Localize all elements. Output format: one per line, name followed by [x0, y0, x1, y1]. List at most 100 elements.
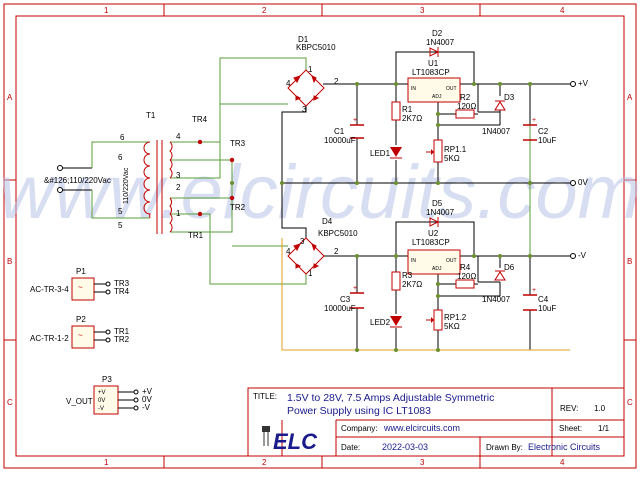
resistor-ref: R2 [460, 93, 471, 102]
regulator-part: LT1083CP [412, 68, 450, 77]
resistor-value: 2K7Ω [402, 280, 422, 289]
connector-pin: 0V [98, 398, 105, 404]
output-label: +V [578, 79, 589, 88]
capacitor-ref: C2 [538, 127, 549, 136]
wires [62, 51, 570, 350]
pin-label: 2 [334, 247, 339, 256]
junction-dots [230, 82, 532, 352]
svg-text:+: + [532, 117, 536, 124]
col-label: 1 [104, 458, 109, 467]
company-value: www.elcircuits.com [383, 423, 460, 433]
connector-label: V_OUT [66, 397, 93, 406]
bridge-d1: D1 KBPC5010 4 1 2 3 [286, 35, 339, 114]
testpoint-label: TR4 [192, 115, 208, 124]
row-label: B [627, 257, 632, 266]
resistor-ref: R4 [460, 263, 471, 272]
diode-ref: D6 [504, 263, 515, 272]
capacitor-ref: C4 [538, 295, 549, 304]
pin-label: 3 [300, 237, 305, 246]
row-label: A [7, 93, 13, 102]
connector-ref: P1 [76, 267, 86, 276]
diode-d3: D3 1N4007 [482, 93, 515, 136]
regulator-u1: U1 LT1083CP IN OUT ADJ [407, 59, 461, 103]
connector-p3: P3 V_OUT +V 0V -V +V 0V -V [66, 375, 153, 415]
diode-ref: D3 [504, 93, 515, 102]
pot-return-wire [281, 238, 570, 351]
resistor-value: 120Ω [457, 102, 476, 111]
col-label: 2 [262, 6, 267, 15]
pin-label: IN [411, 86, 416, 92]
pin-label: IN [411, 258, 416, 264]
rev-value: 1.0 [594, 404, 606, 413]
pot-value: 5KΩ [444, 154, 460, 163]
elc-logo: ELC [262, 426, 318, 454]
regulator-ref: U2 [428, 229, 439, 238]
connector-label: AC-TR-3-4 [30, 285, 69, 294]
pin-label: ADJ [432, 94, 442, 100]
pin-label: 5 [118, 221, 123, 230]
pin-label: OUT [446, 258, 457, 264]
sheet-value: 1/1 [598, 424, 610, 433]
resistor-ref: R3 [402, 271, 413, 280]
capacitor-c4: + C4 10uF [523, 287, 556, 313]
pin-label: ADJ [432, 266, 442, 272]
pin-label: 6 [120, 133, 125, 142]
capacitor-value: 10uF [538, 304, 556, 313]
diode-ref: D2 [432, 29, 443, 38]
col-label: 3 [420, 6, 425, 15]
connector-ref: P3 [102, 375, 112, 384]
connector-net: TR4 [114, 287, 130, 296]
led-1: LED1 [370, 147, 402, 159]
svg-text:+: + [532, 287, 536, 294]
row-label: A [627, 93, 633, 102]
transformer-primary-label: 110/220Vac [123, 167, 130, 204]
connector-net: 0V [142, 395, 152, 404]
diode-d6: D6 1N4007 [482, 263, 515, 304]
pin-label: 1 [308, 65, 313, 74]
bridge-part: KBPC5010 [296, 43, 336, 52]
date-value: 2022-03-03 [382, 442, 428, 452]
diode-ref: D5 [432, 199, 443, 208]
title-block: TITLE: 1.5V to 28V, 7.5 Amps Adjustable … [247, 387, 625, 457]
pin-label: 6 [118, 153, 123, 162]
testpoint-dots [197, 139, 235, 217]
pin-label: 2 [176, 183, 181, 192]
connector-net: +V [142, 387, 153, 396]
resistor-r1: R1 2K7Ω [391, 101, 422, 123]
output-terminals: +V 0V -V [570, 79, 589, 260]
col-label: 3 [420, 458, 425, 467]
watermark: www.elcircuits.com [0, 150, 640, 235]
pin-label: 4 [176, 132, 181, 141]
title-key: TITLE: [253, 392, 277, 401]
regulator-ref: U1 [428, 59, 439, 68]
svg-text:+: + [353, 285, 357, 292]
connector-net: TR3 [114, 279, 130, 288]
ac-input: &#126;110/220Vac [44, 165, 111, 193]
connector-p2: ~ P2 AC-TR-1-2 TR1 TR2 [30, 315, 130, 349]
potentiometer-rp1-1: RP1.1 5KΩ [426, 139, 467, 163]
resistor-r3: R3 2K7Ω [391, 271, 422, 291]
resistor-value: 120Ω [457, 272, 476, 281]
resistor-ref: R1 [402, 105, 413, 114]
pot-ref: RP1.2 [444, 313, 467, 322]
diode-part: 1N4007 [426, 208, 455, 217]
pin-label: 1 [176, 209, 181, 218]
row-label: C [7, 398, 13, 407]
pin-label: 5 [118, 207, 123, 216]
rev-key: REV: [560, 404, 578, 413]
pin-label: 4 [286, 79, 291, 88]
date-key: Date: [341, 443, 360, 452]
led-ref: LED2 [370, 318, 391, 327]
frame-labels: 1 2 3 4 1 2 3 4 A B C A B C [7, 6, 633, 467]
capacitor-c2: + C2 10uF [523, 117, 556, 145]
svg-text:~: ~ [78, 283, 83, 292]
capacitor-value: 10000uF [324, 136, 356, 145]
led-2: LED2 [370, 316, 402, 328]
pin-label: 3 [302, 105, 307, 114]
pin-label: OUT [446, 86, 457, 92]
pin-label: 1 [308, 269, 313, 278]
connector-p1: ~ P1 AC-TR-3-4 TR3 TR4 [30, 267, 130, 301]
title-line-1: 1.5V to 28V, 7.5 Amps Adjustable Symmetr… [287, 392, 494, 404]
